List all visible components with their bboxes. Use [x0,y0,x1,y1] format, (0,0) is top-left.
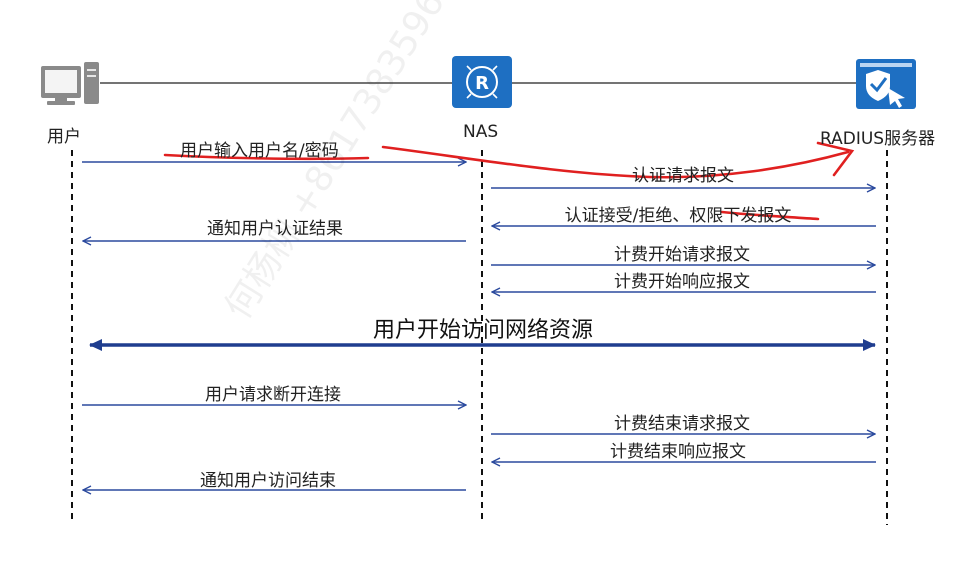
message-m1: 用户输入用户名/密码 [180,141,339,161]
message-m8: 用户请求断开连接 [205,385,341,405]
message-m6: 计费开始响应报文 [614,272,750,292]
message-m10: 计费结束响应报文 [610,442,746,462]
computer-icon [41,62,99,105]
node-nas-name: NAS [463,122,499,142]
message-m9: 计费结束请求报文 [614,414,750,434]
svg-text:R: R [475,73,489,94]
message-m3: 认证接受/拒绝、权限下发报文 [564,206,792,226]
node-radius-name: RADIUS服务器 [820,129,936,149]
router-icon: R [452,56,512,108]
message-m4: 通知用户认证结果 [207,219,343,239]
message-m2: 认证请求报文 [632,166,734,186]
red-annotation [163,141,855,221]
message-m7: 用户开始访问网络资源 [372,318,594,343]
server-shield-icon [856,59,916,109]
node-user-name: 用户 [47,127,81,147]
message-m11: 通知用户访问结束 [200,471,336,491]
message-m5: 计费开始请求报文 [614,245,750,265]
